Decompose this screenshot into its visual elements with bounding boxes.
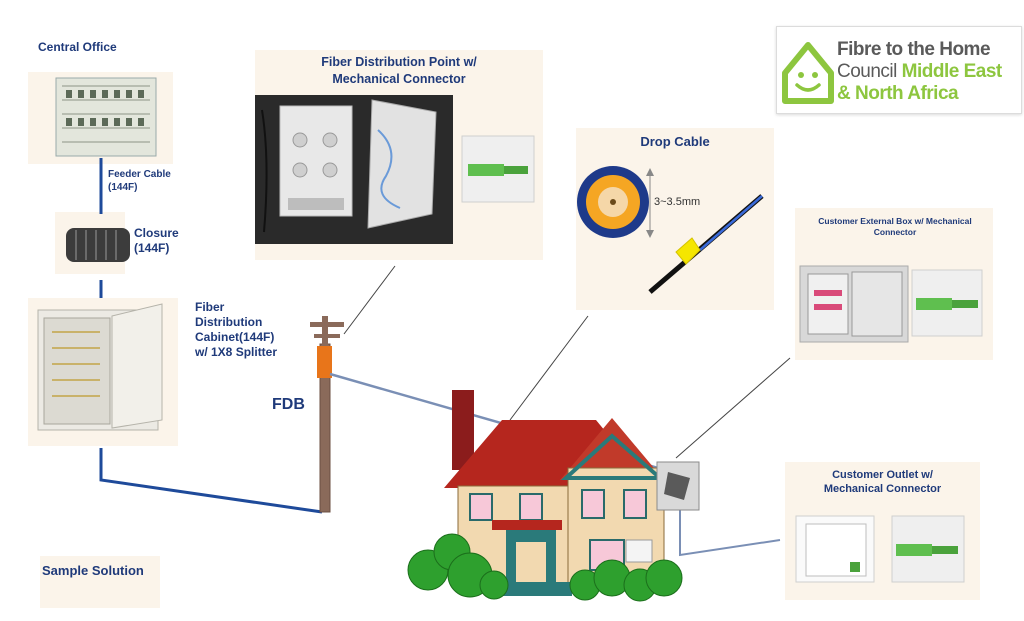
- drop-cable-cross-section-icon: [577, 166, 764, 294]
- fdb-box-icon: [317, 346, 332, 378]
- outlet-label: Customer Outlet w/ Mechanical Connector: [823, 469, 942, 495]
- sample-panel: [40, 556, 160, 608]
- logo-line-1: Fibre to the Home: [837, 39, 991, 60]
- outlet-connector-photo: [891, 515, 965, 583]
- external-connector-photo: [911, 269, 983, 337]
- distribution-cable-line: [99, 448, 323, 514]
- logo-line-2: Council Middle East: [837, 61, 1002, 83]
- fdp-pointer: [343, 265, 396, 335]
- drop-cable-dimension: 3~3.5mm: [654, 196, 701, 208]
- outlet-photo: [795, 515, 875, 583]
- fdb-label: FDB: [272, 396, 305, 413]
- drop-cable-label: Drop Cable: [640, 134, 710, 149]
- drop-pointer: [509, 315, 589, 421]
- sample-solution-label: Sample Solution: [42, 563, 144, 578]
- logo-council: Council: [837, 61, 902, 82]
- house-outlet-icon: [625, 539, 653, 563]
- outlet-pointer: [679, 510, 781, 557]
- house-illustration: [407, 390, 700, 602]
- central-office-label: Central Office: [38, 40, 117, 54]
- external-box-pointer: [675, 357, 791, 459]
- utility-pole: [310, 316, 344, 513]
- external-box-label: Customer External Box w/ Mechanical Conn…: [818, 216, 972, 237]
- closure-icon: [66, 228, 130, 262]
- fdp-connector-photo: [461, 135, 535, 203]
- ftth-logo: Fibre to the Home Council Middle East & …: [776, 26, 1022, 114]
- closure-label: Closure (144F): [134, 226, 179, 255]
- central-office-rack: [55, 77, 157, 157]
- house-smiley-icon: [782, 42, 834, 104]
- logo-middle-east: Middle East: [901, 61, 1003, 82]
- feeder-cable-label: Feeder Cable (144F): [108, 169, 171, 193]
- fdp-photo: [255, 95, 453, 244]
- fdp-label: Fiber Distribution Point w/ Mechanical C…: [321, 55, 477, 86]
- fdc-label: Fiber Distribution Cabinet(144F) w/ 1X8 …: [195, 300, 278, 359]
- cabinet-icon: [37, 303, 163, 431]
- logo-line-3: & North Africa: [837, 83, 959, 104]
- external-box-photo: [799, 265, 909, 343]
